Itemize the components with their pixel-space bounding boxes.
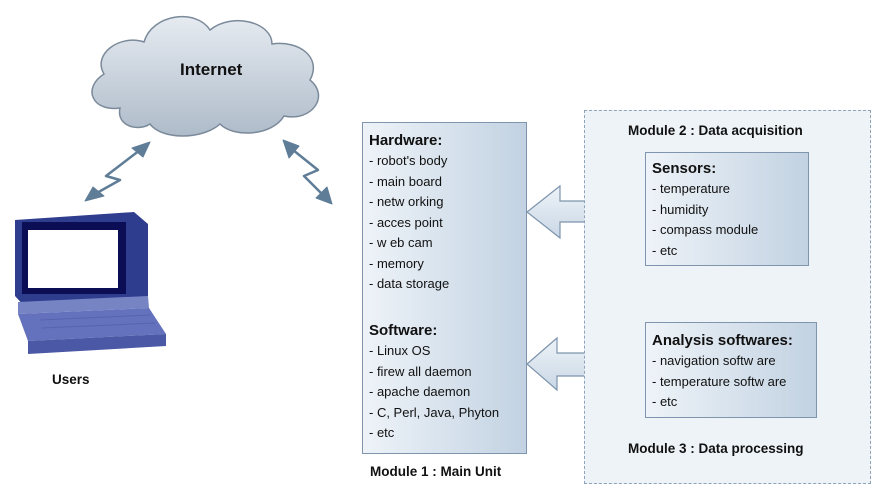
module1-caption: Module 1 : Main Unit — [370, 464, 502, 479]
analysis-content: Analysis softwares: - navigation softw a… — [652, 331, 793, 413]
main-unit-box: Hardware: - robot's body - main board - … — [362, 122, 527, 454]
list-item: - apache daemon — [369, 384, 471, 399]
internet-label: Internet — [180, 60, 243, 79]
list-item: - etc — [652, 242, 678, 258]
lightning-arrow-icon — [84, 141, 151, 202]
list-item: - navigation softw are — [652, 353, 776, 368]
list-item: - robot's body — [369, 153, 448, 168]
internet-cloud-icon — [91, 15, 320, 137]
list-item: - C, Perl, Java, Phyton — [369, 404, 500, 420]
list-item: - firew all daemon — [369, 363, 472, 379]
list-item: - Linux OS — [369, 343, 431, 358]
hardware-title: Hardware: — [369, 132, 443, 149]
list-item: - temperature — [652, 181, 731, 196]
list-item: - w eb cam — [369, 235, 433, 250]
list-item: - compass module — [652, 222, 759, 237]
analysis-box: Analysis softwares: - navigation softw a… — [645, 322, 817, 418]
module2-caption: Module 2 : Data acquisition — [628, 123, 803, 138]
list-item: - humidity — [652, 201, 709, 217]
software-title: Software: — [369, 322, 438, 339]
hardware-section: Hardware: - robot's body - main board - … — [369, 131, 449, 295]
software-section: Software: - Linux OS - firew all daemon … — [369, 321, 499, 444]
list-item: - memory — [369, 255, 424, 271]
list-item: - temperature softw are — [652, 373, 787, 389]
laptop-icon — [15, 212, 166, 354]
list-item: - data storage — [369, 276, 450, 291]
list-item: - netw orking — [369, 194, 444, 209]
module3-caption: Module 3 : Data processing — [628, 441, 804, 456]
lightning-arrow-icon — [282, 139, 333, 205]
list-item: - etc — [369, 425, 395, 440]
list-item: - acces point — [369, 214, 443, 230]
sensors-box: Sensors: - temperature - humidity - comp… — [645, 152, 809, 266]
list-item: - etc — [652, 394, 678, 409]
list-item: - main board — [369, 173, 442, 189]
sensors-title: Sensors: — [652, 160, 717, 177]
analysis-title: Analysis softwares: — [652, 332, 793, 349]
sensors-content: Sensors: - temperature - humidity - comp… — [652, 159, 758, 261]
users-label: Users — [52, 372, 90, 387]
